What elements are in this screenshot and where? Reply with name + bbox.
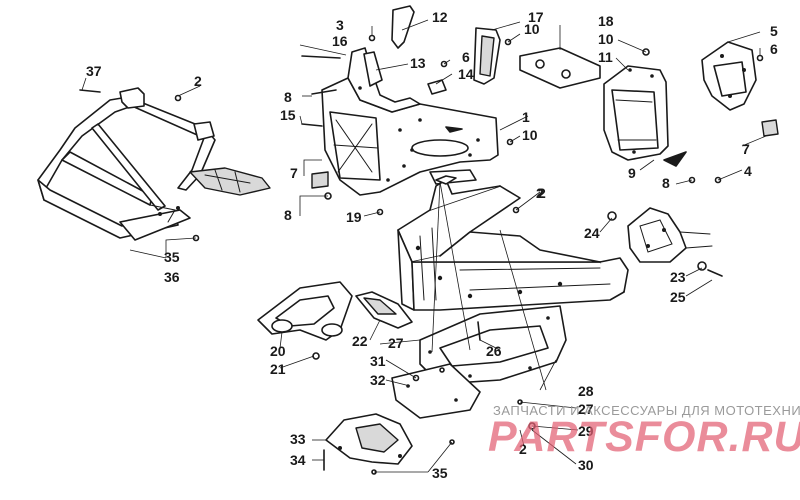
callout-label: 8 xyxy=(284,207,292,223)
lower-left-bracket xyxy=(257,281,353,341)
front-bumper xyxy=(37,87,271,241)
callout-label: 7 xyxy=(290,165,298,181)
callout-label: 9 xyxy=(628,165,636,181)
callout-label: 8 xyxy=(662,175,670,191)
main-frame xyxy=(397,175,629,311)
callout-label: 23 xyxy=(670,269,686,285)
callout-label: 21 xyxy=(270,361,286,377)
callout-label: 32 xyxy=(370,372,386,388)
callout-label: 5 xyxy=(770,23,778,39)
callout-label: 35 xyxy=(164,249,180,265)
callout-label: 2 xyxy=(194,73,202,89)
bracket-22 xyxy=(355,291,413,329)
callout-label: 27 xyxy=(388,335,404,351)
callout-labels: 1 2 2 2 3 4 5 6 6 7 7 8 8 8 9 10 10 10 1… xyxy=(86,9,778,481)
leader-lines xyxy=(81,19,767,473)
callout-label: 1 xyxy=(522,109,530,125)
callout-label: 30 xyxy=(578,457,594,473)
callout-label: 14 xyxy=(458,66,474,82)
callout-label: 19 xyxy=(346,209,362,225)
callout-label: 6 xyxy=(770,41,778,57)
callout-label: 2 xyxy=(519,441,527,457)
callout-label: 3 xyxy=(336,17,344,33)
callout-label: 17 xyxy=(528,9,544,25)
callout-label: 10 xyxy=(524,21,540,37)
callout-label: 34 xyxy=(290,452,306,468)
callout-label: 4 xyxy=(744,163,752,179)
callout-label: 29 xyxy=(578,423,594,439)
rear-plate xyxy=(627,207,713,263)
callout-label: 11 xyxy=(598,49,613,65)
watermark-tagline: ЗАПЧАСТИ И АКСЕССУАРЫ ДЛЯ МОТОТЕХНИКИ xyxy=(493,403,800,418)
callout-label: 20 xyxy=(270,343,286,359)
callout-label: 10 xyxy=(598,31,614,47)
fasteners xyxy=(79,34,764,475)
callout-label: 2 xyxy=(538,185,546,201)
right-bracket xyxy=(701,41,779,137)
callout-label: 33 xyxy=(290,431,306,447)
callout-label: 26 xyxy=(486,343,502,359)
callout-label: 35 xyxy=(432,465,448,481)
callout-label: 2 xyxy=(536,185,544,201)
callout-label: 6 xyxy=(462,49,470,65)
callout-label: 36 xyxy=(164,269,180,285)
dash-panel xyxy=(321,5,501,196)
callout-label: 10 xyxy=(522,127,538,143)
callout-label: 16 xyxy=(332,33,348,49)
watermark-logo: PARTSFOR.RU xyxy=(488,413,800,461)
callout-label: 31 xyxy=(370,353,386,369)
callout-label: 22 xyxy=(352,333,368,349)
callout-label: 18 xyxy=(598,13,614,29)
callout-label: 25 xyxy=(670,289,686,305)
callout-label: 37 xyxy=(86,63,102,79)
callout-label: 7 xyxy=(742,141,750,157)
callout-label: 24 xyxy=(584,225,600,241)
side-panel xyxy=(603,65,687,167)
callout-label: 12 xyxy=(432,9,448,25)
callout-label: 8 xyxy=(284,89,292,105)
mount-bracket xyxy=(519,47,601,89)
callout-label: 27 xyxy=(578,401,594,417)
bracket-33 xyxy=(325,413,413,465)
callout-label: 13 xyxy=(410,55,426,71)
callout-label: 15 xyxy=(280,107,296,123)
callout-label: 28 xyxy=(578,383,594,399)
